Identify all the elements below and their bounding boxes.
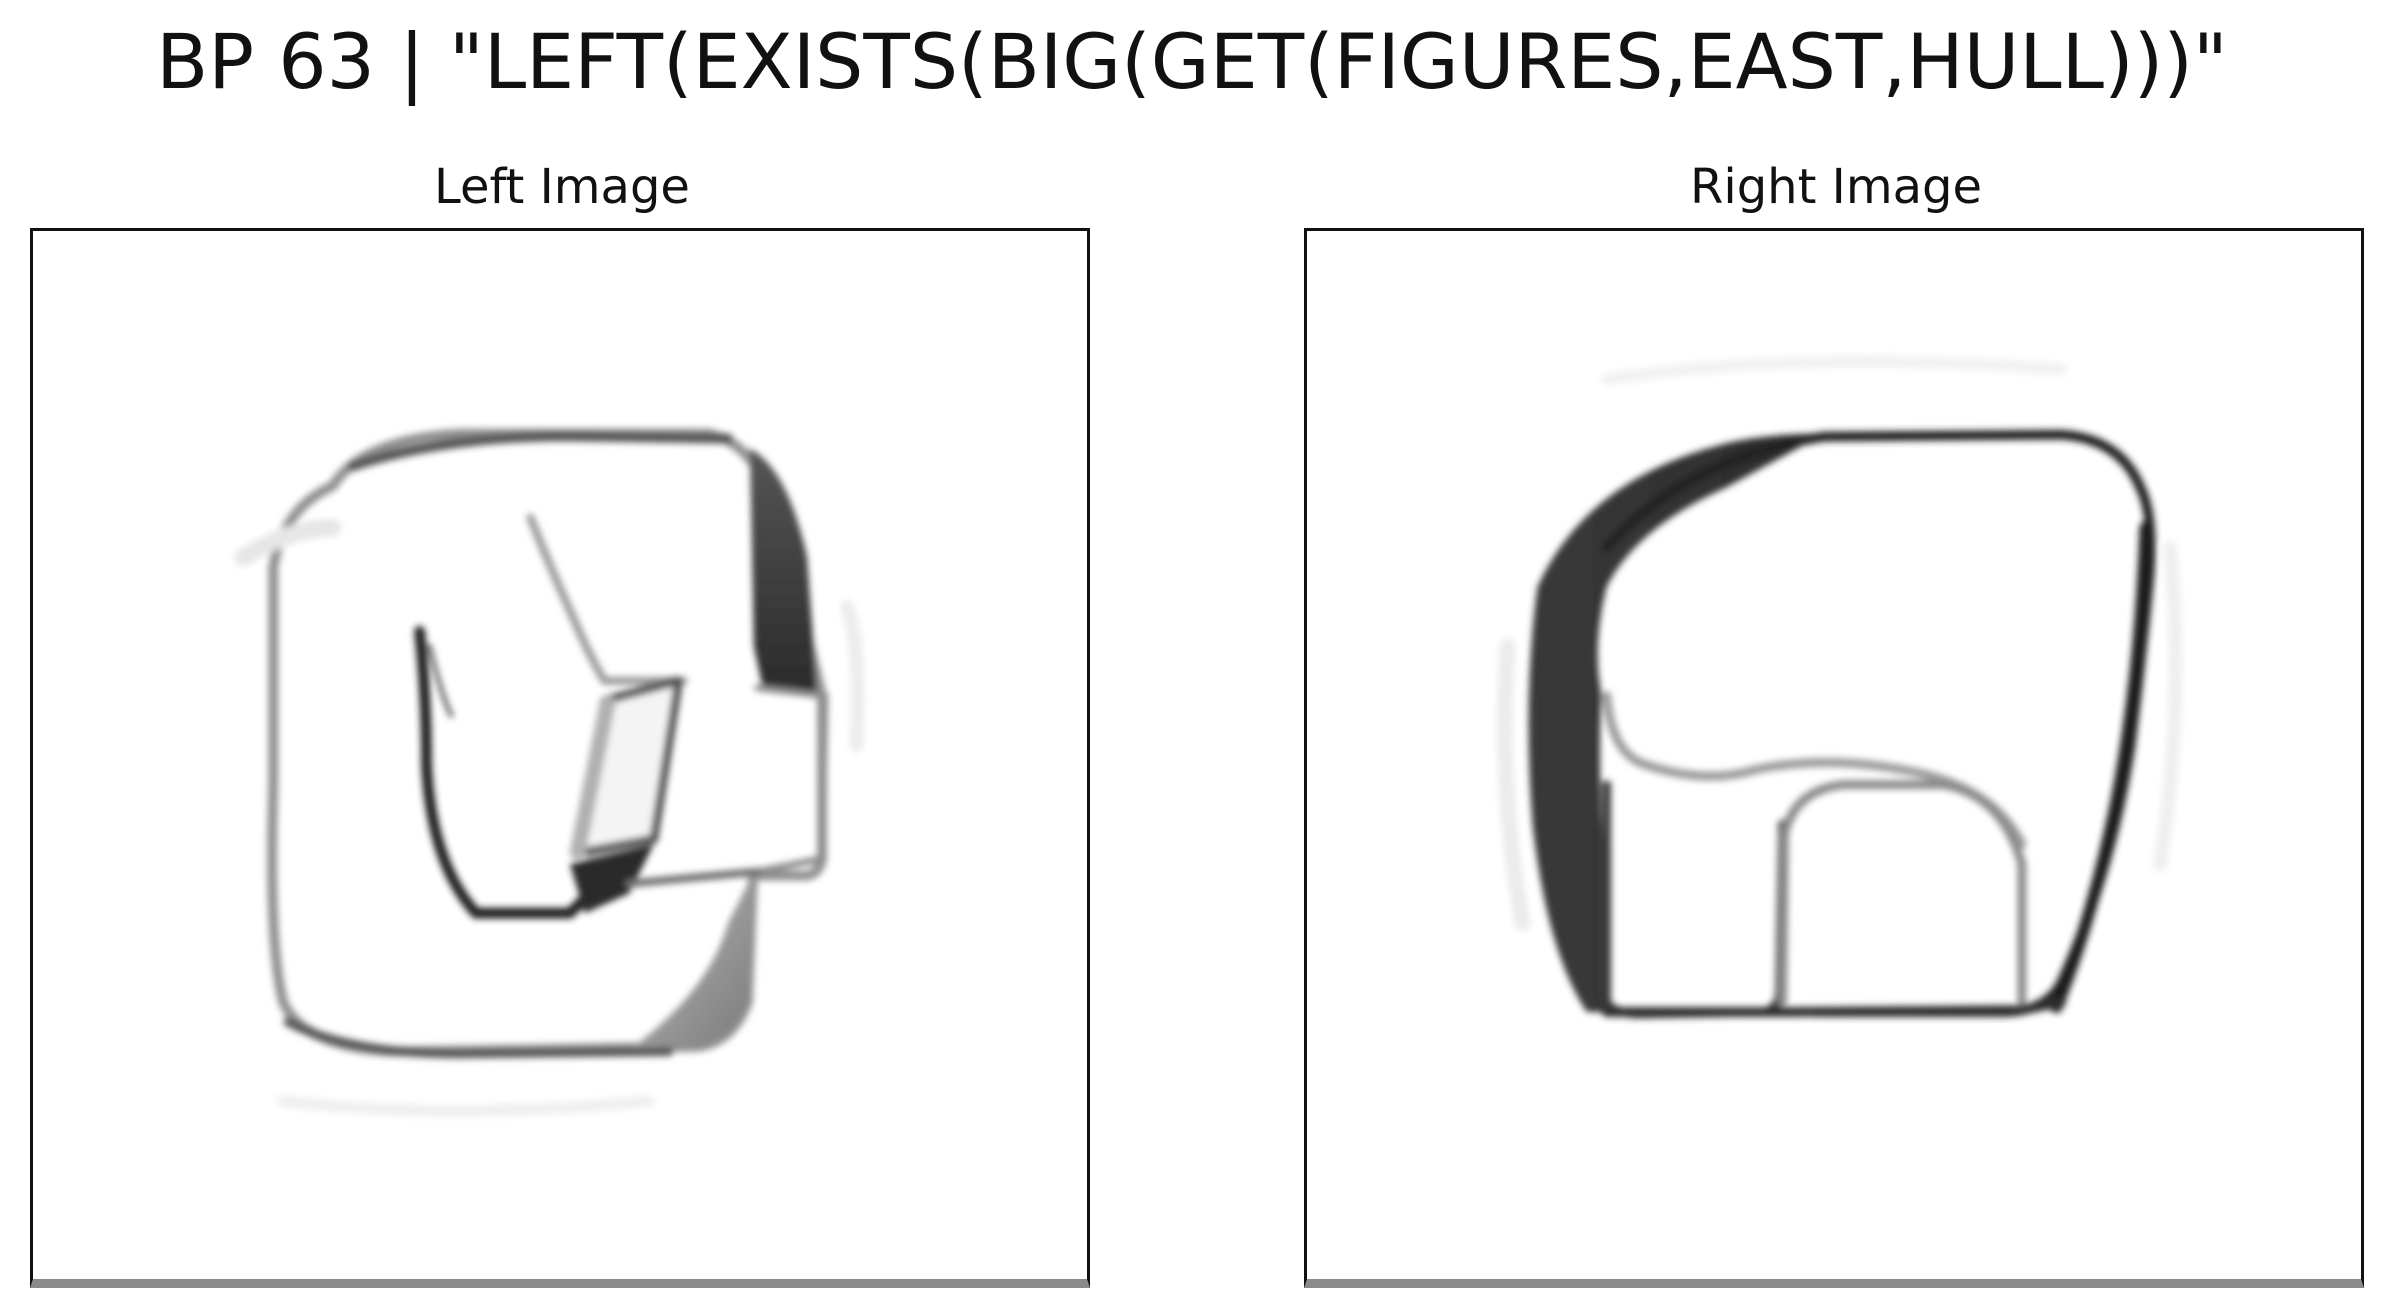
right-panel-title: Right Image <box>1690 159 1982 215</box>
page-title: BP 63 | "LEFT(EXISTS(BIG(GET(FIGURES,EAS… <box>156 17 2228 106</box>
right-figure <box>1497 355 2183 1019</box>
left-figure <box>234 428 865 1117</box>
left-dark-block <box>749 448 818 696</box>
right-arch-outline <box>1601 429 2156 1017</box>
left-panel-title: Left Image <box>434 159 690 215</box>
left-inner-hook <box>414 625 596 919</box>
right-image-panel <box>1304 228 2364 1288</box>
right-bottom-line <box>1601 997 2067 1017</box>
left-inner-slant <box>526 513 688 685</box>
right-inner-rect-left <box>1602 780 1788 1019</box>
left-image-panel <box>30 228 1090 1288</box>
right-inner-rect-right <box>1778 780 2027 1007</box>
